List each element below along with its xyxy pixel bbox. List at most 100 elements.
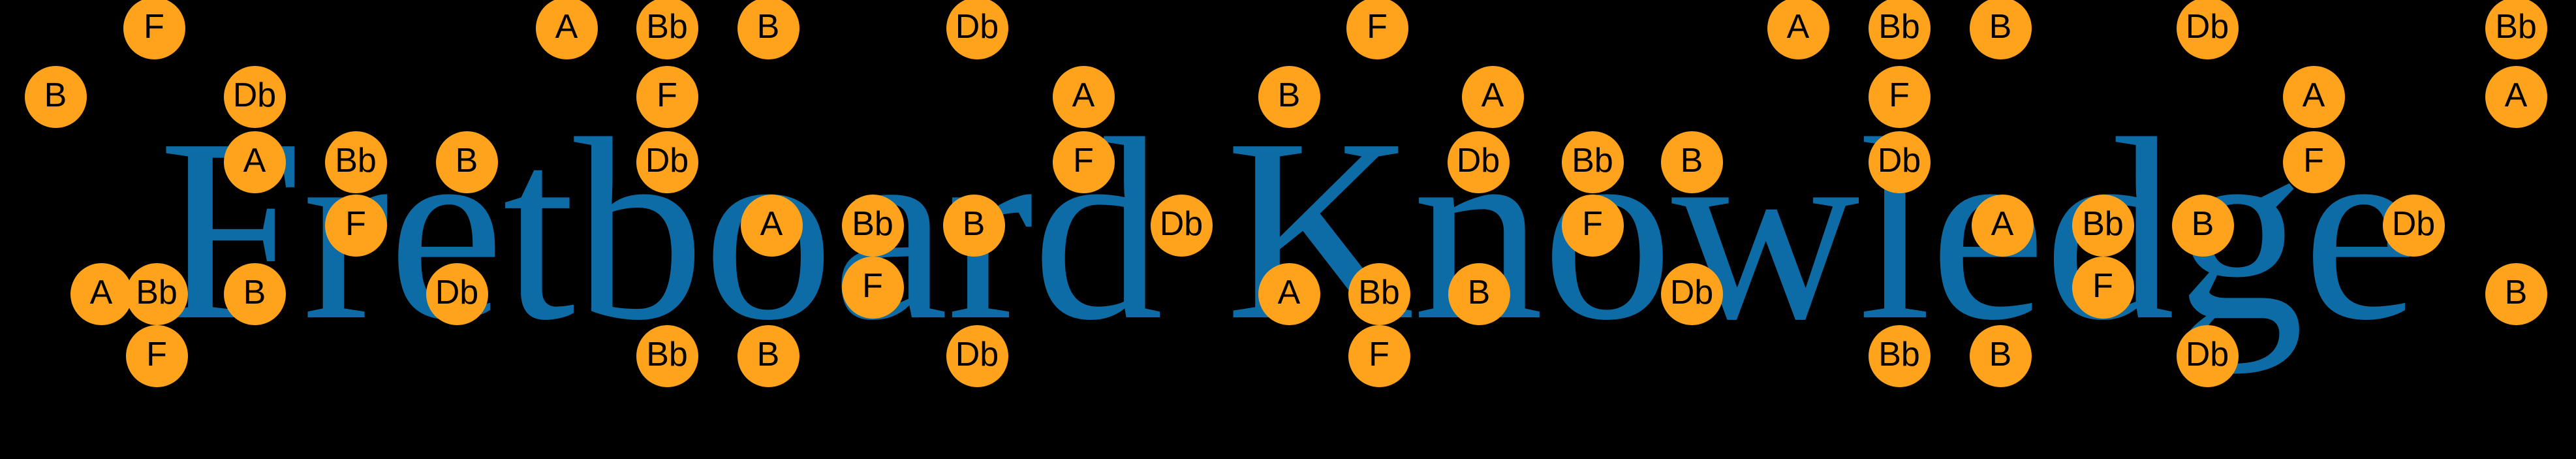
note-marker-label: A xyxy=(760,205,783,243)
note-marker-label: A xyxy=(1481,76,1504,114)
note-marker-label: Db xyxy=(1877,142,1921,180)
note-marker-db[interactable]: Db xyxy=(946,324,1008,387)
note-marker-a[interactable]: A xyxy=(1258,262,1320,325)
note-marker-label: Bb xyxy=(1572,142,1613,180)
note-marker-db[interactable]: Db xyxy=(223,65,286,128)
note-marker-a[interactable]: A xyxy=(740,194,803,257)
note-marker-b[interactable]: B xyxy=(942,194,1005,257)
note-marker-bb[interactable]: Bb xyxy=(636,324,698,387)
note-marker-label: A xyxy=(89,274,113,311)
note-marker-a[interactable]: A xyxy=(1461,65,1524,128)
note-marker-a[interactable]: A xyxy=(1052,65,1115,128)
note-marker-label: Db xyxy=(232,76,277,114)
note-marker-f[interactable]: F xyxy=(1348,324,1410,387)
note-marker-label: B xyxy=(1467,274,1491,311)
note-marker-label: Bb xyxy=(2082,205,2124,243)
note-marker-bb[interactable]: Bb xyxy=(125,262,188,325)
note-marker-f[interactable]: F xyxy=(841,256,904,319)
note-marker-f[interactable]: F xyxy=(1561,194,1624,257)
note-marker-label: F xyxy=(862,267,883,305)
note-marker-f[interactable]: F xyxy=(1346,0,1408,59)
note-marker-b[interactable]: B xyxy=(737,0,799,59)
note-marker-f[interactable]: F xyxy=(324,194,387,257)
note-marker-label: A xyxy=(1072,76,1095,114)
note-marker-label: Bb xyxy=(335,142,377,180)
note-marker-label: B xyxy=(1680,142,1703,180)
note-marker-db[interactable]: Db xyxy=(1447,131,1510,193)
note-marker-label: Bb xyxy=(1358,274,1400,311)
note-marker-db[interactable]: Db xyxy=(946,0,1008,59)
note-marker-db[interactable]: Db xyxy=(2176,0,2239,59)
note-marker-f[interactable]: F xyxy=(2072,256,2134,319)
note-marker-label: F xyxy=(657,76,677,114)
note-marker-label: B xyxy=(1989,8,2012,46)
note-marker-a[interactable]: A xyxy=(2282,65,2345,128)
note-marker-label: F xyxy=(1367,8,1388,46)
note-marker-b[interactable]: B xyxy=(2171,194,2234,257)
note-marker-label: F xyxy=(1369,336,1389,373)
note-marker-bb[interactable]: Bb xyxy=(2485,0,2547,59)
note-marker-f[interactable]: F xyxy=(1052,131,1115,193)
note-marker-label: Bb xyxy=(852,205,893,243)
note-marker-label: Db xyxy=(435,274,479,311)
note-marker-label: B xyxy=(2191,205,2214,243)
note-marker-label: A xyxy=(555,8,578,46)
note-marker-label: Db xyxy=(2185,8,2229,46)
note-marker-db[interactable]: Db xyxy=(1868,131,1931,193)
note-marker-bb[interactable]: Bb xyxy=(1868,0,1931,59)
note-marker-a[interactable]: A xyxy=(1767,0,1829,59)
note-marker-db[interactable]: Db xyxy=(1150,194,1213,257)
note-marker-bb[interactable]: Bb xyxy=(2072,194,2134,257)
note-marker-label: F xyxy=(146,336,167,373)
note-marker-b[interactable]: B xyxy=(1448,262,1510,325)
note-marker-label: A xyxy=(1786,8,1810,46)
note-marker-f[interactable]: F xyxy=(636,65,698,128)
note-marker-bb[interactable]: Bb xyxy=(324,131,387,193)
note-marker-f[interactable]: F xyxy=(125,324,188,387)
note-marker-a[interactable]: A xyxy=(1971,194,2034,257)
note-marker-bb[interactable]: Bb xyxy=(841,194,904,257)
note-marker-a[interactable]: A xyxy=(70,262,132,325)
note-marker-label: A xyxy=(1991,205,2014,243)
note-marker-a[interactable]: A xyxy=(535,0,598,59)
note-marker-bb[interactable]: Bb xyxy=(1868,324,1931,387)
note-marker-label: B xyxy=(2504,274,2528,311)
note-marker-bb[interactable]: Bb xyxy=(636,0,698,59)
note-marker-label: A xyxy=(2504,76,2528,114)
note-marker-label: F xyxy=(1073,142,1094,180)
note-marker-label: Db xyxy=(1456,142,1500,180)
note-marker-label: B xyxy=(455,142,478,180)
note-marker-b[interactable]: B xyxy=(737,324,799,387)
note-marker-label: F xyxy=(1582,205,1603,243)
note-marker-label: Db xyxy=(645,142,689,180)
note-marker-bb[interactable]: Bb xyxy=(1561,131,1624,193)
note-marker-label: B xyxy=(44,76,67,114)
note-marker-label: B xyxy=(1277,76,1301,114)
note-marker-b[interactable]: B xyxy=(1969,0,2032,59)
note-marker-a[interactable]: A xyxy=(223,131,286,193)
note-marker-b[interactable]: B xyxy=(1969,324,2032,387)
note-marker-f[interactable]: F xyxy=(2282,131,2345,193)
note-marker-label: Db xyxy=(2185,336,2229,373)
note-marker-db[interactable]: Db xyxy=(426,262,488,325)
note-marker-db[interactable]: Db xyxy=(636,131,698,193)
note-marker-b[interactable]: B xyxy=(1258,65,1320,128)
note-marker-db[interactable]: Db xyxy=(2176,324,2239,387)
note-marker-f[interactable]: F xyxy=(123,0,185,59)
note-marker-bb[interactable]: Bb xyxy=(1348,262,1410,325)
note-marker-db[interactable]: Db xyxy=(2382,194,2445,257)
note-marker-f[interactable]: F xyxy=(1868,65,1931,128)
note-marker-label: Bb xyxy=(646,8,688,46)
note-marker-label: Db xyxy=(955,8,999,46)
note-marker-b[interactable]: B xyxy=(435,131,498,193)
note-marker-label: A xyxy=(2302,76,2325,114)
note-marker-label: Bb xyxy=(646,336,688,373)
note-marker-db[interactable]: Db xyxy=(1660,262,1723,325)
note-marker-label: F xyxy=(144,8,164,46)
note-marker-b[interactable]: B xyxy=(24,65,87,128)
note-marker-label: B xyxy=(756,8,780,46)
note-marker-b[interactable]: B xyxy=(1660,131,1723,193)
note-marker-b[interactable]: B xyxy=(223,262,286,325)
note-marker-b[interactable]: B xyxy=(2485,262,2547,325)
note-marker-a[interactable]: A xyxy=(2485,65,2547,128)
